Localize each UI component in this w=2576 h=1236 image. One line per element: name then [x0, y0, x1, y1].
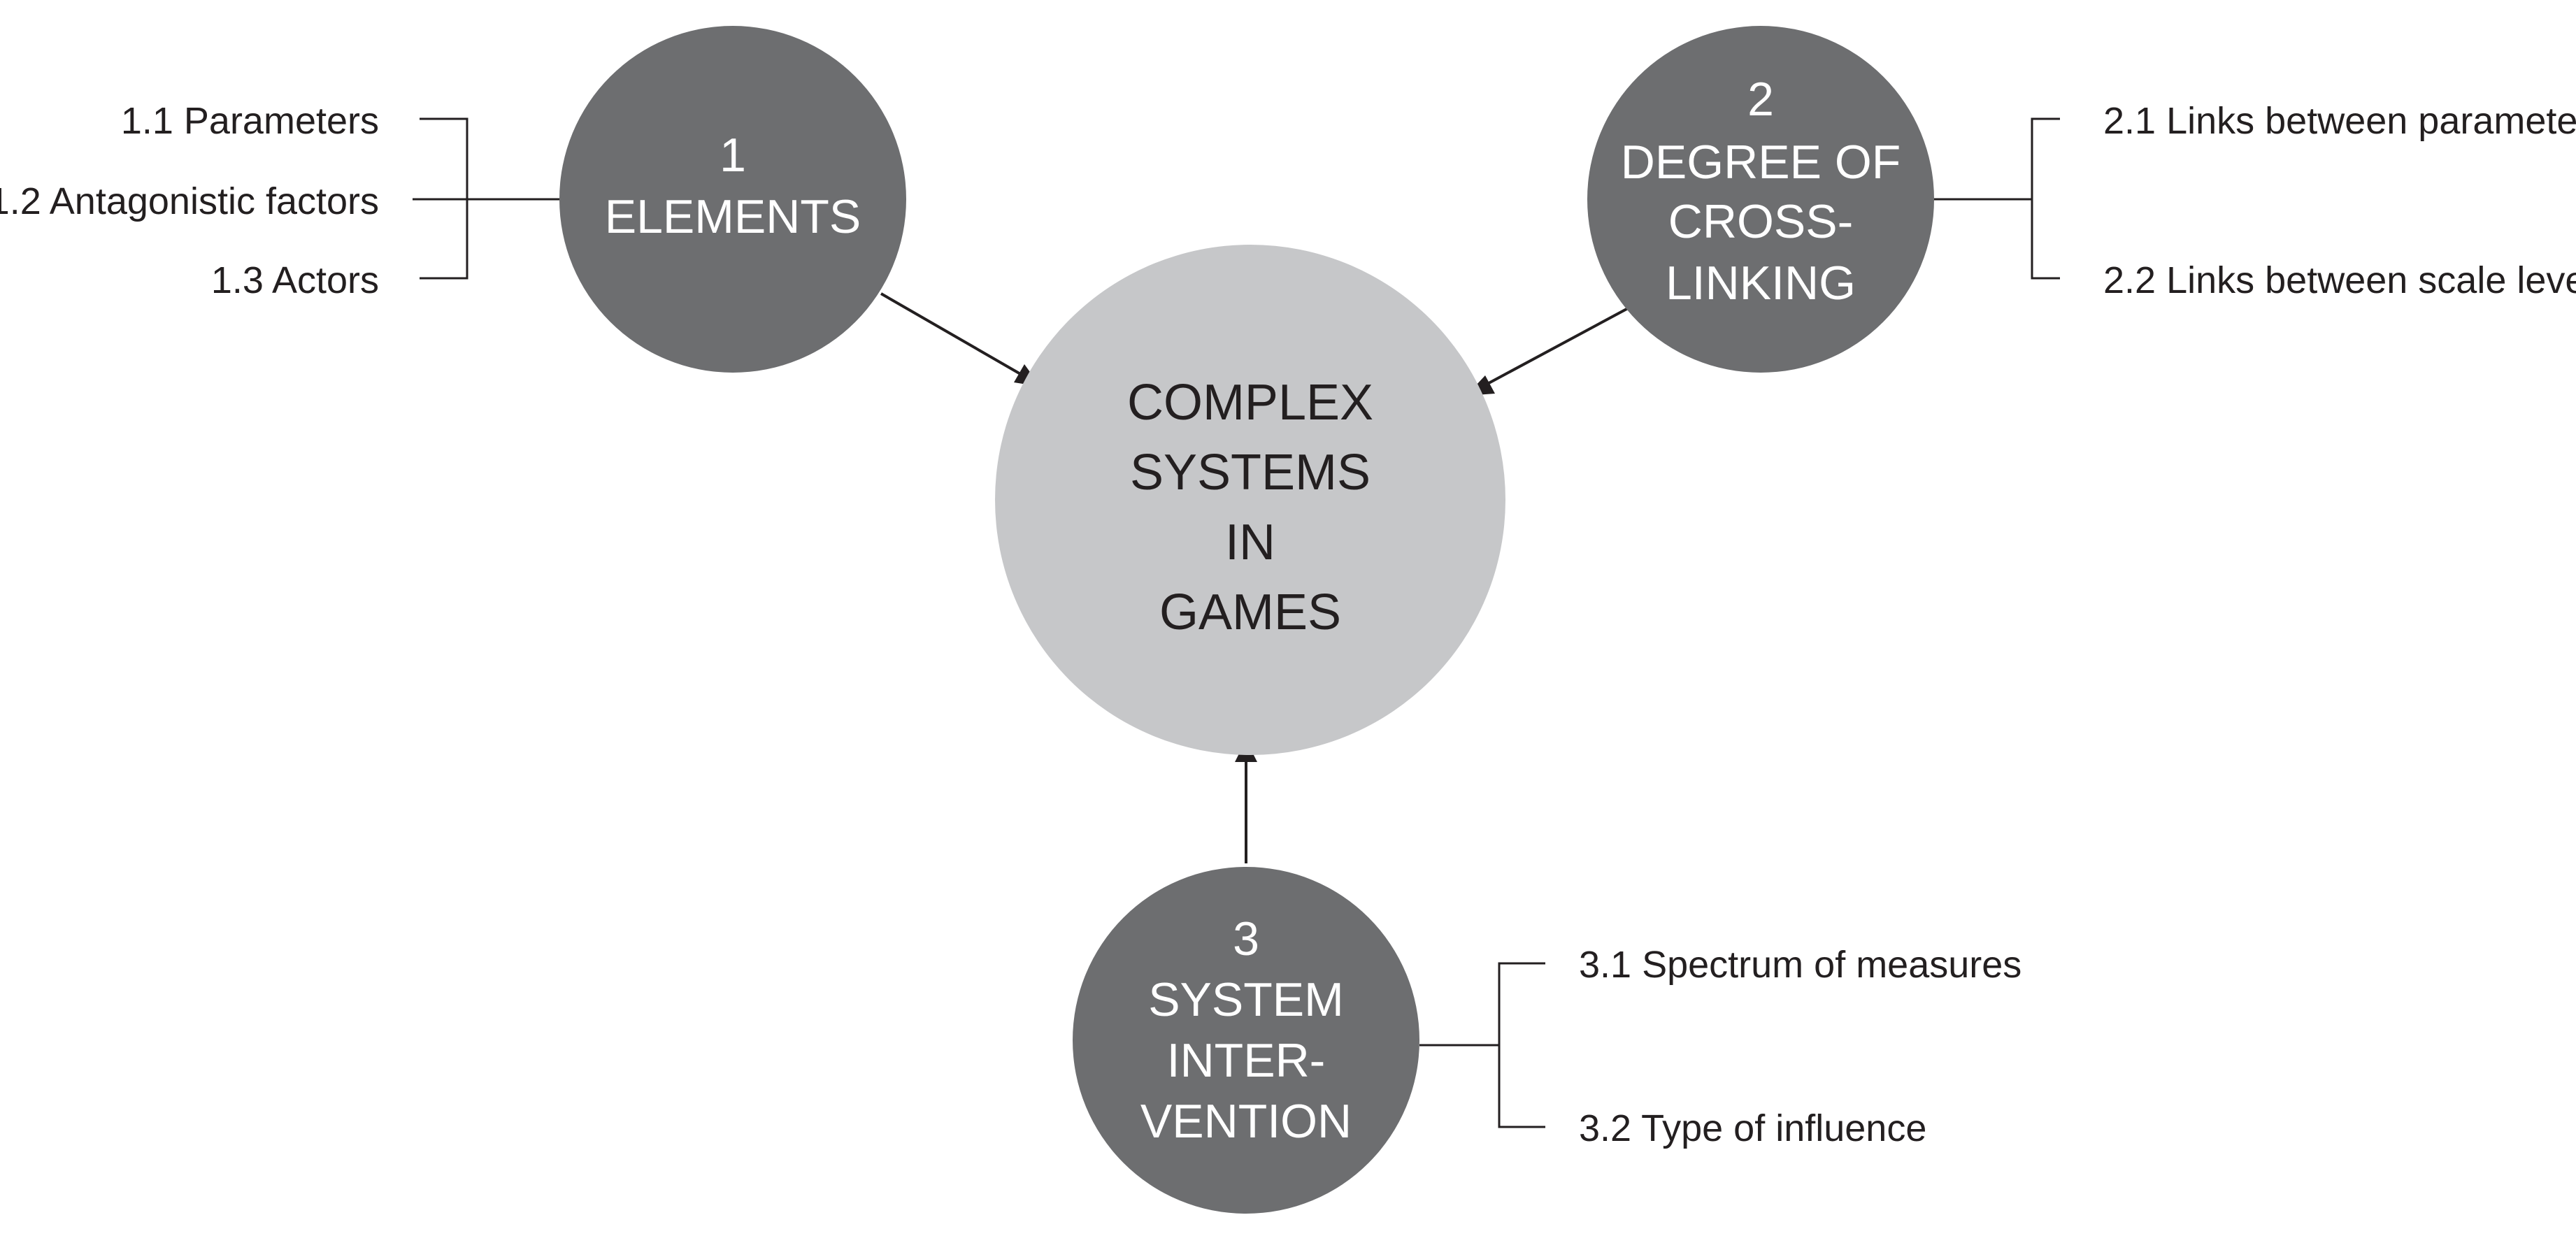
node-system-intervention-line-3: VENTION: [1140, 1095, 1352, 1148]
center-node-line-4: GAMES: [1159, 584, 1341, 640]
center-node-circle: [995, 245, 1505, 755]
node-elements-bracket: [413, 117, 559, 280]
elements-item-actors: 1.3 Actors: [211, 259, 379, 301]
elements-item-antagonistic-factors: 1.2 Antagonistic factors: [0, 180, 379, 222]
node-cross-linking-line-1: DEGREE OF: [1621, 136, 1901, 189]
node-system-intervention-line-1: SYSTEM: [1148, 973, 1344, 1026]
center-node-line-3: IN: [1225, 515, 1275, 570]
system-intervention-item-influence: 3.2 Type of influence: [1579, 1107, 1926, 1149]
center-node-line-2: SYSTEMS: [1130, 445, 1371, 501]
node-system-intervention-bracket: [1419, 962, 1545, 1128]
elements-item-parameters: 1.1 Parameters: [121, 100, 379, 142]
node-elements-number: 1: [720, 129, 746, 182]
node-cross-linking-line-2: CROSS-: [1668, 195, 1853, 248]
arrow-from-cross-linking: [1466, 306, 1630, 396]
cross-linking-item-parameters: 2.1 Links between parameters: [2103, 100, 2576, 142]
node-cross-linking-number: 2: [1747, 73, 1774, 126]
node-cross-linking-bracket: [1934, 117, 2060, 280]
node-elements-circle: [559, 26, 906, 373]
cross-linking-item-scale-levels: 2.2 Links between scale levels: [2103, 259, 2576, 301]
node-system-intervention: 3 SYSTEM INTER- VENTION: [1073, 867, 1419, 1214]
center-node: COMPLEX SYSTEMS IN GAMES: [995, 245, 1505, 755]
node-system-intervention-line-2: INTER-: [1167, 1034, 1326, 1087]
arrow-from-elements: [880, 292, 1040, 387]
node-elements: 1 ELEMENTS: [559, 26, 906, 373]
node-elements-title: ELEMENTS: [605, 190, 861, 243]
node-system-intervention-number: 3: [1233, 912, 1259, 965]
center-node-line-1: COMPLEX: [1127, 375, 1373, 431]
system-intervention-item-spectrum: 3.1 Spectrum of measures: [1579, 944, 2022, 986]
node-cross-linking: 2 DEGREE OF CROSS- LINKING: [1587, 26, 1934, 373]
node-cross-linking-line-3: LINKING: [1666, 257, 1856, 310]
node-system-intervention-circle: [1073, 867, 1419, 1214]
node-cross-linking-circle: [1587, 26, 1934, 373]
arrow-from-system-intervention: [1235, 740, 1257, 863]
